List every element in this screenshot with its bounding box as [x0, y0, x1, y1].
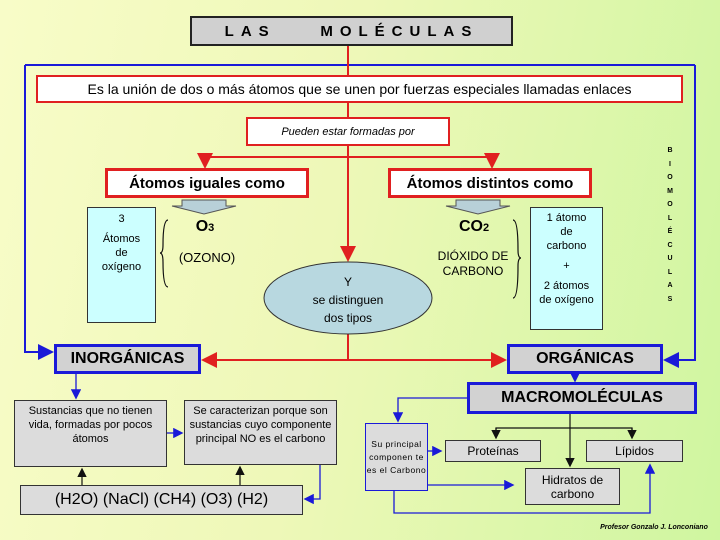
inorganic-desc-box: Sustancias que no tienen vida, formadas … [14, 400, 167, 467]
macromolecules-box: MACROMOLÉCULAS [467, 382, 697, 414]
inorganic-box: INORGÁNICAS [54, 344, 201, 374]
oxygen-desc: 2 átomos de oxígeno [539, 280, 594, 306]
inorganic-feature-box: Se caracterizan porque son sustancias cu… [184, 400, 337, 465]
vertical-letter: C [667, 241, 673, 249]
lipids-box: Lípidos [586, 440, 683, 462]
vertical-letter: O [667, 174, 673, 181]
page-title: LAS MOLÉCULAS [190, 16, 513, 46]
vertical-letter: É [667, 228, 673, 235]
vertical-letter: M [667, 187, 673, 195]
ellipse-shape [263, 261, 433, 335]
oxygen-atoms-box: 3 Átomos de oxígeno [87, 207, 156, 323]
carbon-desc: 1 átomo de carbono [546, 212, 587, 252]
vertical-letter: U [667, 255, 673, 262]
carbohydrates-box: Hidratos de carbono [525, 468, 620, 505]
definition-box: Es la unión de dos o más átomos que se u… [36, 75, 683, 103]
down-arrow-icon [445, 199, 511, 215]
vertical-letter: A [667, 282, 673, 289]
vertical-letter: O [667, 201, 673, 208]
carbon-component-box: Su principal componen te es el Carbono [365, 423, 428, 491]
co2-atoms-box: 1 átomo de carbono + 2 átomos de oxígeno [530, 207, 603, 330]
author-credit: Profesor Gonzalo J. Lonconiano [600, 523, 708, 531]
atom-desc: Átomos de oxígeno [101, 233, 142, 273]
vertical-letter: B [667, 147, 673, 154]
vertical-letter: L [667, 268, 673, 276]
vertical-letter: L [667, 214, 673, 222]
ozone-name: (OZONO) [178, 249, 236, 265]
same-atoms-box: Átomos iguales como [105, 168, 309, 198]
inorganic-examples-box: (H2O) (NaCl) (CH4) (O3) (H2) [20, 485, 303, 515]
co2-name: DIÓXIDO DE CARBONO [437, 249, 509, 278]
different-atoms-box: Átomos distintos como [388, 168, 592, 198]
atom-count: 3 [118, 213, 125, 225]
vertical-letter: S [667, 295, 673, 303]
formed-by-box: Pueden estar formadas por [246, 117, 450, 146]
down-arrow-icon [171, 199, 237, 215]
organic-box: ORGÁNICAS [507, 344, 663, 374]
proteins-box: Proteínas [445, 440, 541, 462]
plus-sign: + [563, 260, 570, 272]
vertical-letter: I [669, 160, 671, 168]
